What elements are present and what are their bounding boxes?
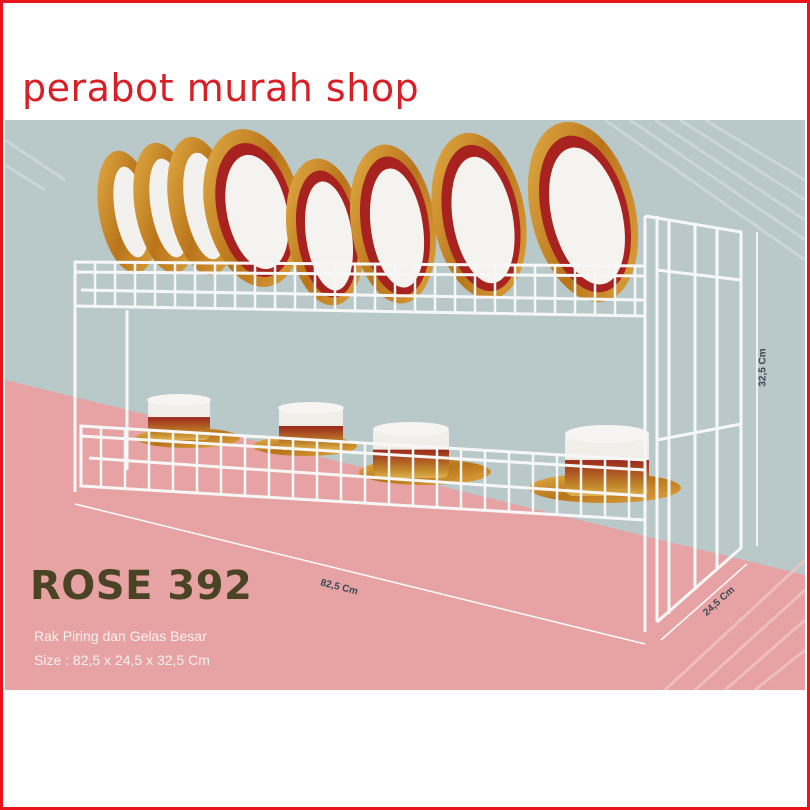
background-pink [5, 380, 805, 690]
product-photo [5, 120, 805, 690]
product-size: Size : 82,5 x 24,5 x 32,5 Cm [34, 652, 210, 668]
product-name: ROSE 392 [30, 563, 253, 609]
wire-rack [73, 214, 743, 632]
dimension-lines [74, 232, 758, 645]
product-description: Rak Piring dan Gelas Besar [34, 628, 207, 644]
stripe-pattern-top [5, 120, 805, 262]
height-label: 32,5 Cm [757, 348, 769, 387]
dish-rack-illustration [5, 120, 805, 690]
stripe-pattern-bottom [663, 558, 805, 690]
shop-name: perabot murah shop [22, 66, 420, 110]
product-description-block: Rak Piring dan Gelas Besar Size : 82,5 x… [34, 624, 210, 672]
